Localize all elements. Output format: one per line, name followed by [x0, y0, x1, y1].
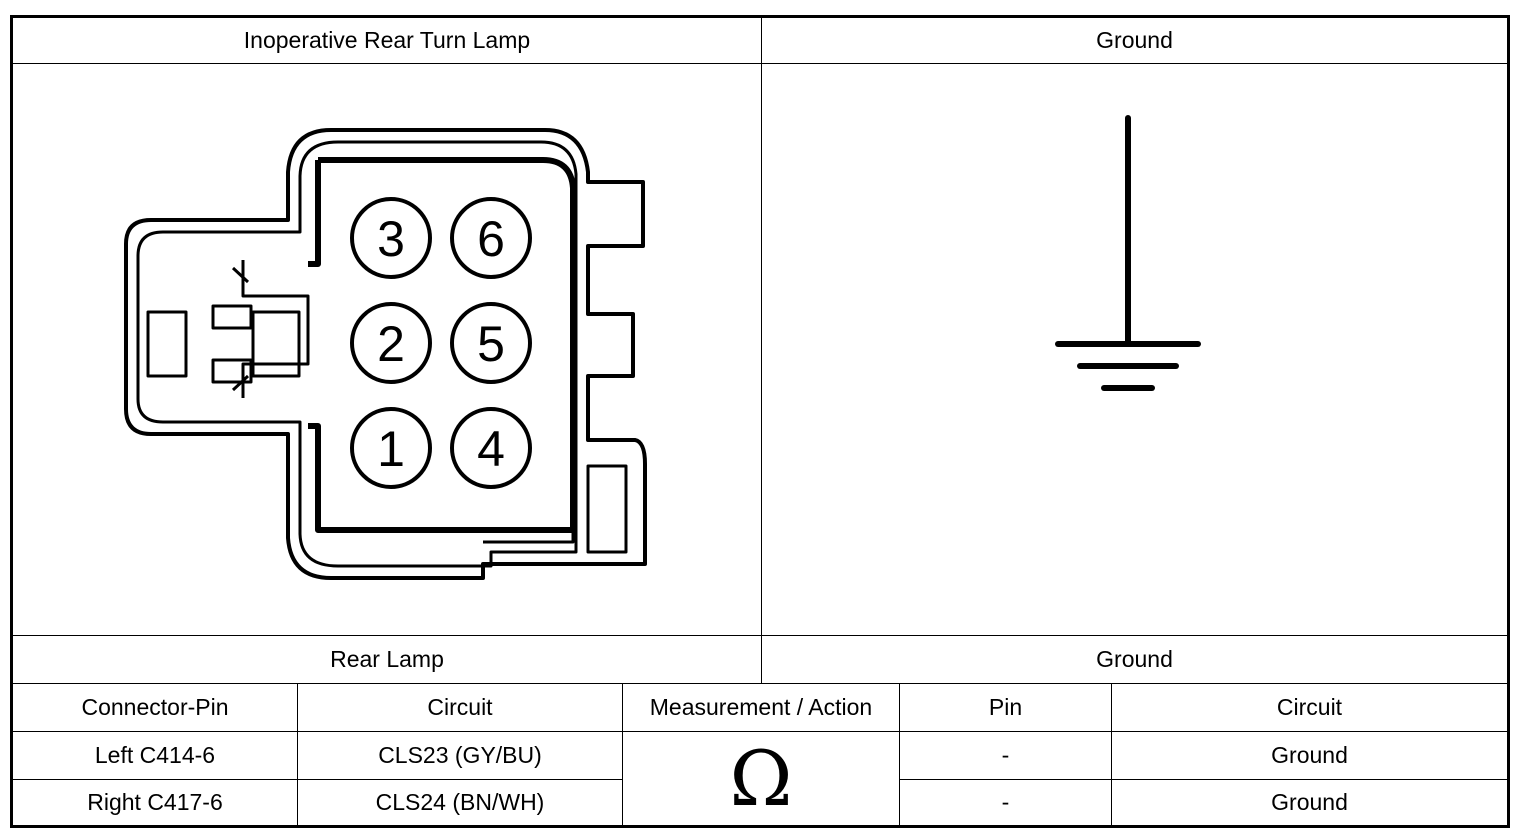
pin-circle	[350, 302, 432, 384]
header-inoperative-rear-turn-lamp: Inoperative Rear Turn Lamp	[243, 27, 531, 53]
pin-label-4: 4	[477, 421, 505, 477]
column-header-pin: Pin	[988, 694, 1023, 720]
pin-label-1: 1	[377, 421, 405, 477]
column-divider	[761, 15, 762, 684]
column-divider	[622, 683, 623, 828]
row-divider	[899, 779, 1510, 780]
table-row-pin: -	[1001, 789, 1010, 815]
row-divider	[10, 779, 622, 780]
row-divider	[10, 683, 1510, 684]
header-ground-top: Ground	[1096, 27, 1173, 53]
table-row-circuit: CLS23 (GY/BU)	[378, 742, 542, 768]
column-divider	[899, 683, 900, 828]
row-divider	[10, 731, 1510, 732]
table-row-connector-pin: Left C414-6	[94, 742, 216, 768]
pin-circle	[450, 197, 532, 279]
diagram-frame	[10, 15, 1510, 828]
pin-label-6: 6	[477, 211, 505, 267]
row-divider	[10, 635, 1510, 636]
column-header-circuit: Circuit	[427, 694, 493, 720]
pin-circle	[350, 407, 432, 489]
column-header-measurement-action: Measurement / Action	[649, 694, 873, 720]
table-row-circuit: CLS24 (BN/WH)	[375, 789, 545, 815]
pin-circle	[450, 407, 532, 489]
column-header-circuit-ground: Circuit	[1276, 694, 1343, 720]
column-divider	[297, 683, 298, 828]
pin-circle	[450, 302, 532, 384]
pin-label-2: 2	[377, 316, 405, 372]
table-row-pin: -	[1001, 742, 1010, 768]
header-rear-lamp: Rear Lamp	[330, 646, 444, 672]
header-ground-mid: Ground	[1096, 646, 1173, 672]
table-row-circuit-ground: Ground	[1271, 742, 1348, 768]
table-row-circuit-ground: Ground	[1271, 789, 1348, 815]
ground-symbol-icon	[1055, 115, 1201, 391]
six-pin-connector-icon: 3 6 2 5 1 4	[124, 128, 647, 580]
table-row-connector-pin: Right C417-6	[87, 789, 223, 815]
pin-circle	[350, 197, 432, 279]
pin-label-5: 5	[477, 316, 505, 372]
row-divider	[10, 63, 1510, 64]
ohm-symbol-icon: Ω	[729, 733, 793, 823]
column-divider	[1111, 683, 1112, 828]
column-header-connector-pin: Connector-Pin	[81, 694, 229, 720]
pin-label-3: 3	[377, 211, 405, 267]
